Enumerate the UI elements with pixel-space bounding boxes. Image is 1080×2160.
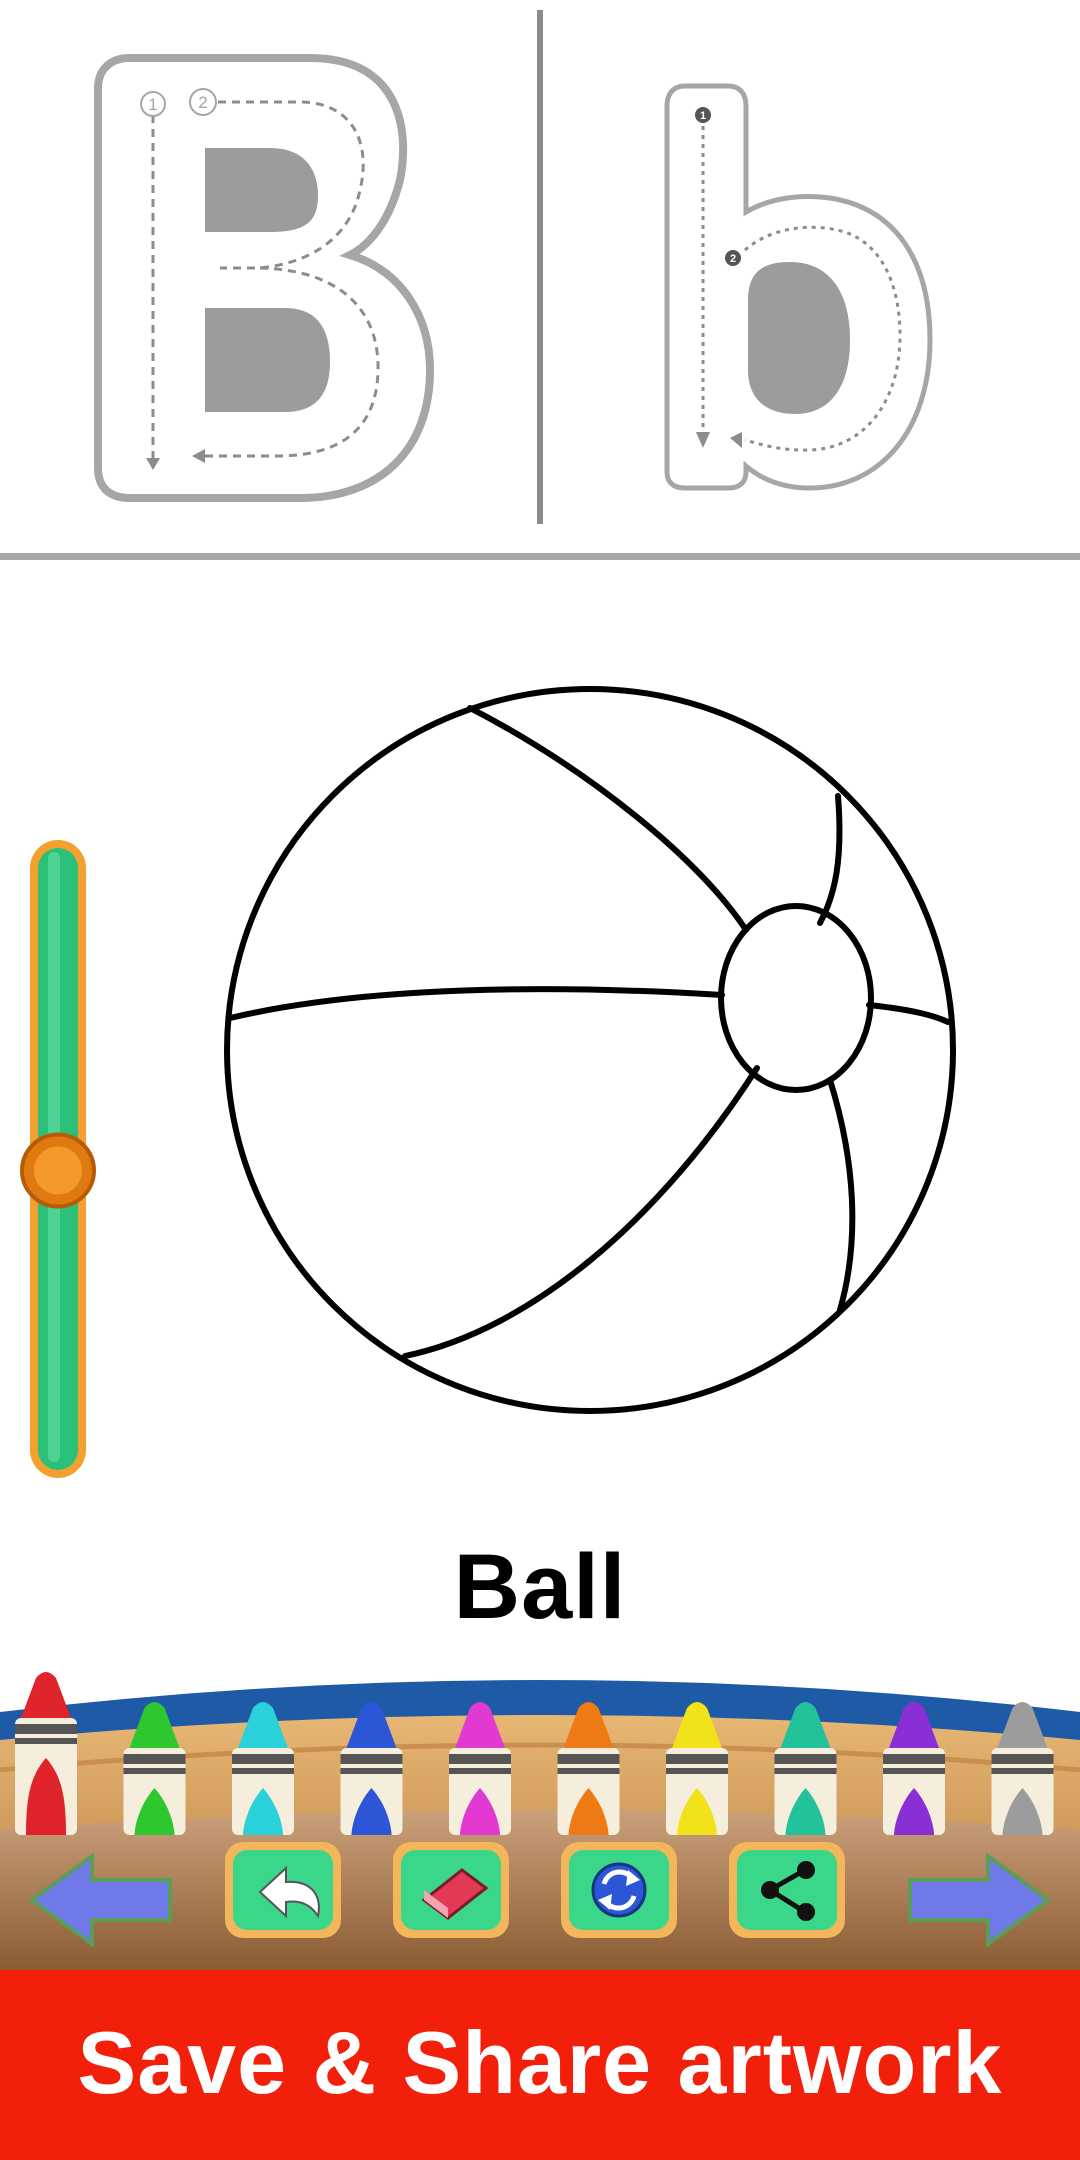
crayon-blue[interactable] — [340, 1702, 403, 1835]
reset-button[interactable] — [561, 1842, 677, 1938]
picture-word: Ball — [453, 1536, 627, 1638]
undo-button[interactable] — [225, 1842, 341, 1938]
crayon-yellow[interactable] — [666, 1702, 728, 1835]
ball-seam-right-top — [817, 793, 843, 926]
eraser-button[interactable] — [393, 1842, 509, 1938]
letter-tracing-panel: 1 2 1 2 — [0, 0, 1080, 560]
uppercase-letter-lower-counter — [205, 308, 330, 412]
uppercase-letter-upper-counter — [205, 148, 318, 232]
eraser-icon — [421, 1868, 489, 1920]
lowercase-stroke-2-arrow — [730, 432, 742, 448]
coloring-canvas[interactable] — [0, 560, 1080, 1660]
ball-seam-top — [467, 705, 749, 933]
promo-banner-text: Save & Share artwork — [77, 2013, 1003, 2112]
crayon-red[interactable] — [15, 1672, 77, 1835]
uppercase-letter-outline — [94, 54, 435, 502]
uppercase-step-1-marker — [140, 91, 166, 117]
lowercase-step-2-marker — [725, 250, 741, 266]
uppercase-step-2-marker — [189, 88, 217, 116]
lowercase-letter-tracing[interactable]: 1 2 — [664, 83, 933, 491]
crayon-magenta[interactable] — [449, 1702, 511, 1835]
promo-banner — [0, 1970, 1080, 2160]
crayon-green[interactable] — [123, 1702, 186, 1835]
crayon-gray[interactable] — [991, 1702, 1054, 1835]
share-icon — [761, 1861, 815, 1921]
uppercase-step-1-label: 1 — [148, 95, 157, 114]
ball-seam-right — [866, 1002, 951, 1025]
uppercase-stroke-2-arrow — [192, 449, 205, 463]
lowercase-stroke-2-guide — [744, 225, 902, 452]
ball-outer — [224, 686, 956, 1414]
letter-tracing-art: 1 2 1 2 — [94, 54, 933, 502]
uppercase-stroke-2-guide — [200, 100, 380, 458]
toolbar-art — [0, 1672, 1080, 1970]
lowercase-step-2-label: 2 — [730, 253, 736, 265]
lowercase-letter-counter — [748, 262, 850, 414]
undo-icon — [258, 1865, 320, 1919]
crayon-cyan[interactable] — [232, 1702, 294, 1835]
crayon-purple[interactable] — [883, 1702, 945, 1835]
arrow-left-icon — [28, 1852, 172, 1948]
ball-drawing — [224, 686, 956, 1414]
coloring-toolbar — [0, 1660, 1080, 1970]
ball-seam-left — [227, 986, 725, 1021]
uppercase-stroke-1-arrow — [146, 458, 160, 470]
brush-size-slider[interactable] — [20, 840, 96, 1478]
refresh-icon — [591, 1862, 647, 1918]
lowercase-step-1-marker — [695, 107, 711, 123]
arrow-right-icon — [908, 1852, 1052, 1948]
letter-divider — [537, 10, 543, 524]
slider-knob-face — [34, 1146, 82, 1195]
beach-ball-outline[interactable] — [0, 560, 1080, 1660]
next-letter-button[interactable] — [908, 1852, 1052, 1948]
lowercase-stroke-1-arrow — [696, 432, 710, 448]
ball-cap — [718, 903, 874, 1093]
crayon-palette — [15, 1672, 1054, 1835]
previous-letter-button[interactable] — [28, 1852, 172, 1948]
share-button[interactable] — [729, 1842, 845, 1938]
header-separator — [0, 553, 1080, 560]
crayon-teal[interactable] — [774, 1702, 837, 1835]
lowercase-step-1-label: 1 — [700, 110, 706, 122]
crayon-orange[interactable] — [557, 1702, 620, 1835]
uppercase-step-2-label: 2 — [198, 93, 207, 112]
ball-seam-bottom — [402, 1065, 760, 1359]
share-button-face — [737, 1850, 837, 1930]
uppercase-letter-tracing[interactable]: 1 2 — [94, 54, 435, 502]
ball-seam-right-bottom — [827, 1077, 856, 1313]
